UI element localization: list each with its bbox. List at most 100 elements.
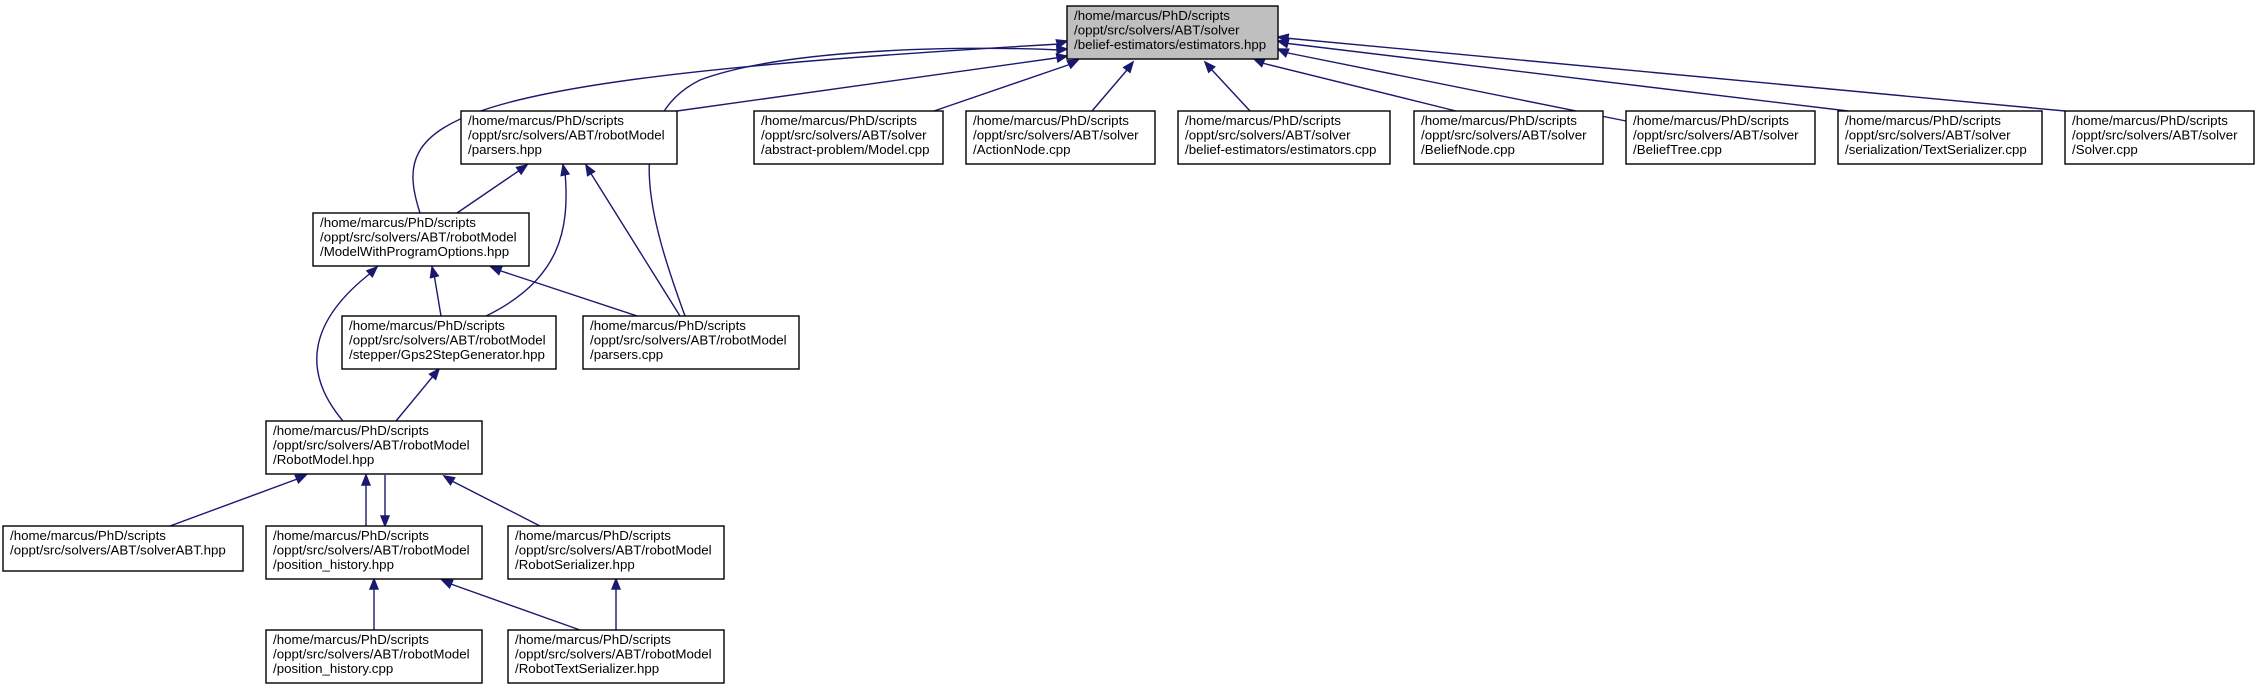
edge-parsers_hpp-to-estimators_hpp <box>676 53 1069 112</box>
node-label-line: /abstract-problem/Model.cpp <box>761 142 930 157</box>
node-label-line: /home/marcus/PhD/scripts <box>273 528 429 543</box>
edge-line <box>1211 69 1251 112</box>
node-box <box>1625 110 1816 165</box>
edge-parsers_cpp-to-modelwithprogramoptions_hpp <box>489 266 638 317</box>
node-solverabt_hpp[interactable]: /home/marcus/PhD/scripts/oppt/src/solver… <box>2 525 244 572</box>
node-label-line: /oppt/src/solvers/ABT/robotModel <box>590 333 787 348</box>
arrowhead <box>1203 60 1216 74</box>
node-position_history_cpp[interactable]: /home/marcus/PhD/scripts/oppt/src/solver… <box>265 629 483 684</box>
node-box <box>2064 110 2255 165</box>
edge-position_history_cpp-to-position_history_hpp <box>368 577 380 630</box>
arrowhead <box>368 577 380 590</box>
edge-line <box>449 479 541 527</box>
node-actionnode_cpp[interactable]: /home/marcus/PhD/scripts/oppt/src/solver… <box>965 110 1156 165</box>
node-label-line: /oppt/src/solvers/ABT/solver <box>973 128 1139 143</box>
node-label-line: /oppt/src/solvers/ABT/robotModel <box>515 543 712 558</box>
node-estimators_hpp: /home/marcus/PhD/scripts/oppt/src/solver… <box>1066 5 1279 60</box>
node-label-line: /position_history.hpp <box>273 557 394 572</box>
node-box <box>1177 110 1391 165</box>
edge-robotserializer_hpp-to-robotmodel_hpp <box>442 475 541 527</box>
edge-line <box>1091 69 1128 112</box>
arrowhead <box>1276 48 1290 58</box>
node-box <box>507 525 725 580</box>
node-label-line: /parsers.hpp <box>468 142 542 157</box>
node-box <box>312 212 530 267</box>
edges-layer <box>169 33 2066 631</box>
node-estimators_cpp[interactable]: /home/marcus/PhD/scripts/oppt/src/solver… <box>1177 110 1391 165</box>
node-label-line: /oppt/src/solvers/ABT/robotModel <box>273 647 470 662</box>
node-label-line: /home/marcus/PhD/scripts <box>1845 113 2001 128</box>
node-label-line: /oppt/src/solvers/ABT/robotModel <box>273 543 470 558</box>
arrowhead <box>560 163 571 177</box>
edge-line <box>485 171 567 317</box>
arrowhead <box>1066 59 1080 70</box>
node-label-line: /oppt/src/solvers/ABT/solver <box>761 128 927 143</box>
node-label-line: /oppt/src/solvers/ABT/solver <box>1185 128 1351 143</box>
node-label-line: /oppt/src/solvers/ABT/solver <box>1845 128 2011 143</box>
edge-position_history_hpp-to-robotmodel_hpp <box>360 473 372 526</box>
node-robotmodel_hpp[interactable]: /home/marcus/PhD/scripts/oppt/src/solver… <box>265 420 483 475</box>
edge-line <box>1283 42 1849 112</box>
node-box <box>341 315 557 370</box>
node-box <box>507 629 725 684</box>
node-box <box>965 110 1156 165</box>
edge-estimators_cpp-to-estimators_hpp <box>1203 60 1251 112</box>
edge-modelwithprogramoptions_hpp-to-parsers_hpp <box>456 163 529 214</box>
node-box <box>1066 5 1279 60</box>
arrowhead <box>1122 60 1135 74</box>
node-label-line: /position_history.cpp <box>273 661 393 676</box>
node-robotserializer_hpp[interactable]: /home/marcus/PhD/scripts/oppt/src/solver… <box>507 525 725 580</box>
node-box <box>265 629 483 684</box>
node-modelwithprogramoptions_hpp[interactable]: /home/marcus/PhD/scripts/oppt/src/solver… <box>312 212 530 267</box>
arrowhead <box>379 515 391 528</box>
node-label-line: /home/marcus/PhD/scripts <box>273 423 429 438</box>
edge-line <box>316 271 373 422</box>
node-box <box>265 420 483 475</box>
node-box <box>460 110 678 165</box>
node-parsers_cpp[interactable]: /home/marcus/PhD/scripts/oppt/src/solver… <box>582 315 800 370</box>
arrowhead <box>1276 33 1290 44</box>
arrowhead <box>442 475 456 486</box>
edge-line <box>456 169 521 214</box>
node-box <box>1413 110 1604 165</box>
node-position_history_hpp[interactable]: /home/marcus/PhD/scripts/oppt/src/solver… <box>265 525 483 580</box>
nodes-layer: /home/marcus/PhD/scripts/oppt/src/solver… <box>2 5 2255 684</box>
edge-line <box>412 43 1061 214</box>
edge-gps2stepgenerator_hpp-to-parsers_hpp <box>485 163 571 317</box>
node-label-line: /ModelWithProgramOptions.hpp <box>320 244 509 259</box>
node-label-line: /belief-estimators/estimators.cpp <box>1185 142 1376 157</box>
node-label-line: /home/marcus/PhD/scripts <box>2072 113 2228 128</box>
edge-line <box>648 47 1061 317</box>
node-box <box>582 315 800 370</box>
node-label-line: /oppt/src/solvers/ABT/robotModel <box>515 647 712 662</box>
node-label-line: /Solver.cpp <box>2072 142 2138 157</box>
edge-solver_cpp-to-estimators_hpp <box>1276 33 2066 112</box>
edge-textserializer_cpp-to-estimators_hpp <box>1276 38 1849 112</box>
node-box <box>2 525 244 572</box>
node-label-line: /home/marcus/PhD/scripts <box>349 318 505 333</box>
node-gps2stepgenerator_hpp[interactable]: /home/marcus/PhD/scripts/oppt/src/solver… <box>341 315 557 370</box>
arrowhead <box>585 163 596 177</box>
arrowhead <box>360 473 372 486</box>
node-label-line: /home/marcus/PhD/scripts <box>515 528 671 543</box>
arrowhead <box>440 579 454 589</box>
node-label-line: /belief-estimators/estimators.hpp <box>1074 37 1266 52</box>
node-model_cpp[interactable]: /home/marcus/PhD/scripts/oppt/src/solver… <box>753 110 944 165</box>
edge-line <box>1282 51 1627 122</box>
node-textserializer_cpp[interactable]: /home/marcus/PhD/scripts/oppt/src/solver… <box>1837 110 2043 165</box>
edge-line <box>169 477 301 527</box>
node-box <box>265 525 483 580</box>
edge-parsers_cpp-to-parsers_hpp <box>585 163 681 317</box>
node-label-line: /oppt/src/solvers/ABT/robotModel <box>273 438 470 453</box>
node-belieftree_cpp[interactable]: /home/marcus/PhD/scripts/oppt/src/solver… <box>1625 110 1816 165</box>
edge-line <box>589 171 681 317</box>
node-label-line: /serialization/TextSerializer.cpp <box>1845 142 2027 157</box>
node-robottextserializer_hpp[interactable]: /home/marcus/PhD/scripts/oppt/src/solver… <box>507 629 725 684</box>
node-parsers_hpp[interactable]: /home/marcus/PhD/scripts/oppt/src/solver… <box>460 110 678 165</box>
edge-actionnode_cpp-to-estimators_hpp <box>1091 60 1135 112</box>
edge-robotmodel_hpp-to-position_history_hpp <box>379 475 391 528</box>
node-beliefnode_cpp[interactable]: /home/marcus/PhD/scripts/oppt/src/solver… <box>1413 110 1604 165</box>
arrowhead <box>489 266 503 276</box>
node-solver_cpp[interactable]: /home/marcus/PhD/scripts/oppt/src/solver… <box>2064 110 2255 165</box>
